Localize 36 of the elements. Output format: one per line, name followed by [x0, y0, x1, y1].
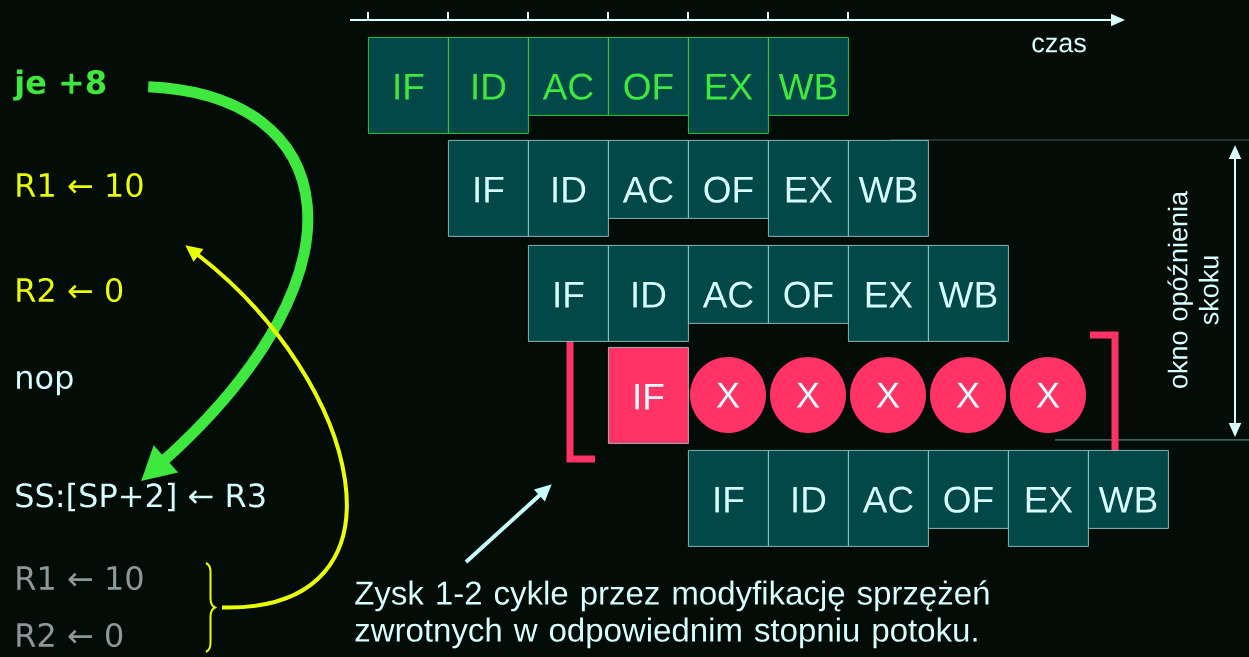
stage-box: AC: [608, 140, 689, 219]
instruction-text: R2 ← 0: [17, 622, 123, 648]
stage-box: OF: [768, 245, 849, 324]
stage-box: IF: [528, 245, 609, 342]
instruction-text: R1 ← 10: [17, 565, 143, 591]
stage-box: ID: [448, 37, 529, 134]
dimension-label: okno opóźnienia skoku: [1167, 191, 1219, 388]
curly-brace: [205, 562, 216, 653]
stage-box: ID: [768, 450, 849, 547]
stage-box: OF: [928, 450, 1009, 529]
stage-box: IF: [368, 37, 449, 134]
stage-box: WB: [928, 245, 1009, 342]
stage-box: AC: [848, 450, 929, 547]
instruction-text: je +8: [13, 69, 106, 101]
stage-box: IF: [688, 450, 769, 547]
instruction-text: R2 ← 0: [17, 277, 123, 303]
stage-box: WB: [1088, 450, 1169, 529]
instruction-text: nop: [17, 370, 73, 396]
stage-box: OF: [688, 140, 769, 219]
stage-box: EX: [688, 37, 769, 134]
stage-box: IF: [608, 347, 689, 444]
stage-box: IF: [448, 140, 529, 237]
stage-box: WB: [768, 37, 849, 116]
stage-box: EX: [848, 245, 929, 342]
instruction-text: R1 ← 10: [17, 172, 143, 198]
stage-box: EX: [1008, 450, 1089, 547]
stage-box: ID: [528, 140, 609, 237]
stage-box: EX: [768, 140, 849, 237]
instruction-text: SS:[SP+2] ← R3: [16, 482, 265, 512]
stage-box: ID: [608, 245, 689, 342]
axis-label: czas: [1032, 37, 1086, 53]
stage-box: OF: [608, 37, 689, 116]
note-text: Zysk 1-2 cykle przez modyfikację sprzężeń zwrotnych w odpowiednim stopniu potoku.: [355, 580, 989, 649]
stage-box: WB: [848, 140, 929, 237]
stage-box: AC: [528, 37, 609, 116]
stage-box: AC: [688, 245, 769, 324]
